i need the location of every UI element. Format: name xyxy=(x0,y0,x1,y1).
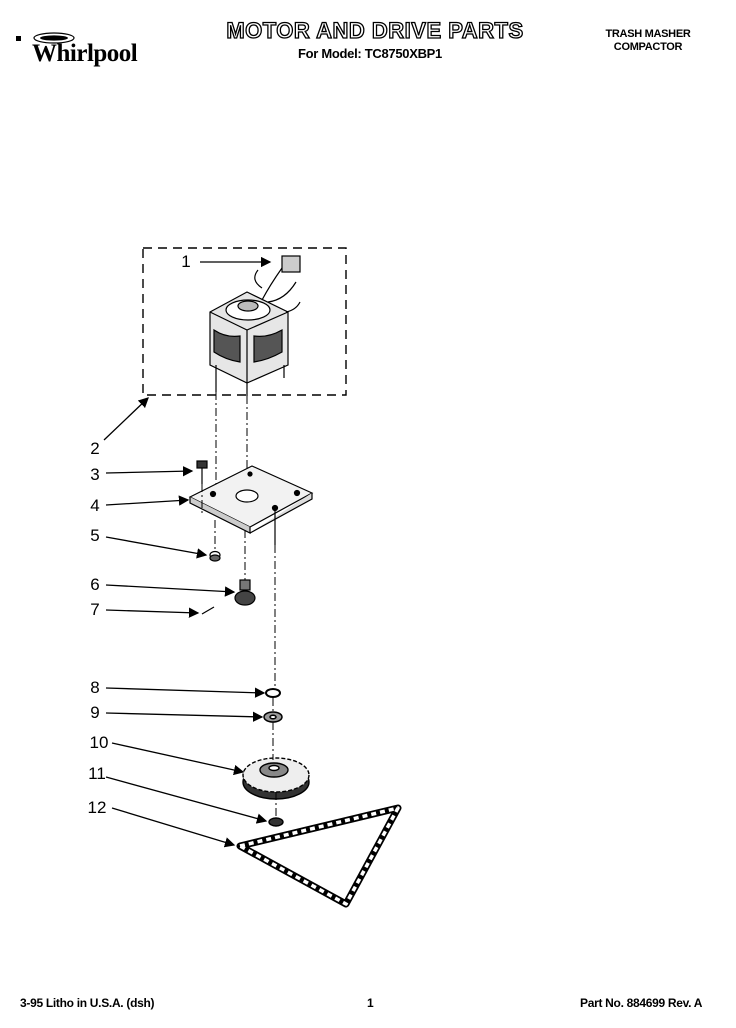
callout-8: 8 xyxy=(90,678,100,697)
callout-11: 11 xyxy=(88,764,106,783)
callout-3: 3 xyxy=(90,465,100,484)
brand-name: Whirlpool xyxy=(32,40,138,67)
sprocket-part xyxy=(242,757,310,800)
leader-lines xyxy=(103,256,272,848)
logo-badge-icon xyxy=(33,32,75,44)
callout-5: 5 xyxy=(90,526,100,545)
footer-part-number: Part No. 884699 Rev. A xyxy=(580,996,703,1010)
callout-1: 1 xyxy=(181,252,191,271)
callout-12: 12 xyxy=(87,798,107,817)
callout-7: 7 xyxy=(90,600,100,619)
washer-part xyxy=(265,688,281,698)
alignment-lines xyxy=(201,392,277,818)
callout-10: 10 xyxy=(89,733,109,752)
motor-part xyxy=(209,255,301,396)
product-line-2: COMPACTOR xyxy=(613,41,683,53)
callout-4: 4 xyxy=(90,496,100,515)
callout-2: 2 xyxy=(90,439,100,458)
header-bullet xyxy=(16,36,21,41)
motor-assembly-box xyxy=(142,247,347,396)
retaining-clip-part xyxy=(268,817,284,827)
bearing-part xyxy=(263,711,283,723)
pin-part xyxy=(201,606,215,615)
callout-6: 6 xyxy=(90,575,100,594)
model-line: For Model: TC8750XBP1 xyxy=(298,46,442,61)
drive-chain-part xyxy=(236,804,402,908)
footer-page-number: 1 xyxy=(367,996,374,1010)
pinion-gear-part xyxy=(234,579,256,606)
nut-part xyxy=(209,550,221,562)
page-title: MOTOR AND DRIVE PARTS xyxy=(226,17,524,43)
footer-litho: 3-95 Litho in U.S.A. (dsh) xyxy=(20,996,155,1010)
product-line-1: TRASH MASHER xyxy=(605,28,691,40)
callout-9: 9 xyxy=(90,703,100,722)
mounting-plate-part xyxy=(188,465,314,545)
whirlpool-logo: Whirlpool xyxy=(28,26,154,76)
product-type: TRASH MASHER COMPACTOR xyxy=(588,28,708,54)
screw-part xyxy=(196,460,208,484)
